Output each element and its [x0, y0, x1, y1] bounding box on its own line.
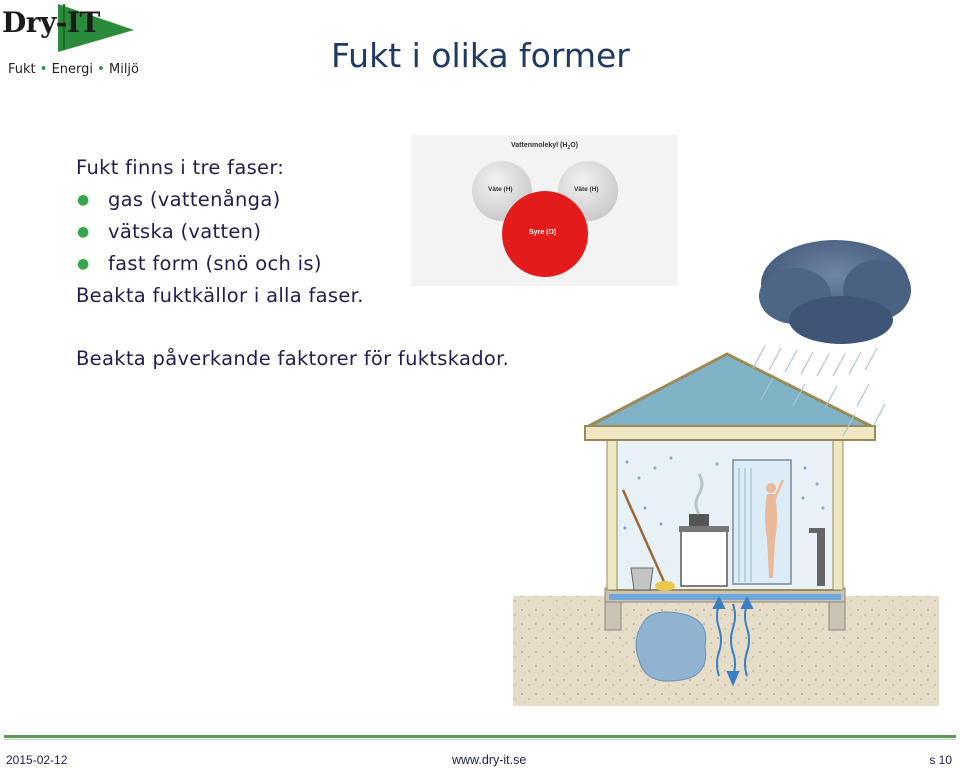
showering-person-icon — [765, 479, 785, 578]
ground-soil — [513, 596, 939, 706]
logo-wordmark: Dry-IT — [2, 6, 100, 39]
slide-body: Fukt finns i tre faser: ● gas (vattenång… — [76, 152, 596, 375]
stove — [680, 529, 728, 587]
tagline-word-fukt: Fukt — [8, 62, 36, 77]
paragraph-faktorer: Beakta påverkande faktorer för fuktskado… — [76, 347, 510, 370]
capillary-arrows-icon — [712, 595, 754, 687]
water-molecule-illustration: Vattenmolekyl (H2O) Väte (H) Väte (H) Sy… — [411, 135, 678, 286]
bullet-text: vätska (vatten) — [108, 220, 262, 243]
water-tap-icon — [817, 528, 825, 586]
footer-date: 2015-02-12 — [6, 753, 68, 767]
paragraph-fuktkallor: Beakta fuktkällor i alla faser. — [76, 284, 364, 307]
shower-stall — [732, 459, 792, 585]
bullet-text: gas (vattenånga) — [108, 188, 281, 211]
bullet-icon: ● — [77, 224, 90, 240]
bullet-item: ● fast form (snö och is) — [76, 248, 596, 280]
intro-text: Fukt finns i tre faser: — [76, 156, 285, 179]
footer-page-number: s 10 — [929, 753, 952, 767]
molecule-title: Vattenmolekyl (H2O) — [511, 142, 578, 151]
bucket-icon — [630, 567, 654, 591]
house-roof — [584, 352, 876, 430]
groundwater-pool — [635, 611, 707, 682]
oxygen-atom — [502, 191, 588, 277]
bullet-text: fast form (snö och is) — [108, 252, 322, 275]
logo-flag-icon — [58, 4, 134, 52]
rain-cloud-icon — [759, 240, 911, 344]
rain-icon — [752, 345, 886, 437]
mop-icon — [621, 489, 667, 585]
tagline-dot-icon: • — [97, 62, 105, 77]
pot-icon — [689, 514, 709, 526]
house-moisture-illustration — [505, 228, 945, 708]
bullet-icon: ● — [77, 256, 90, 272]
footer-divider — [4, 735, 956, 738]
tagline-word-miljo: Miljö — [108, 62, 139, 77]
slide-title: Fukt i olika former — [331, 36, 630, 75]
tagline-dot-icon: • — [39, 62, 48, 77]
footer-divider-thin — [4, 739, 956, 740]
company-logo: Dry-IT Fukt • Energi • Miljö — [0, 0, 140, 86]
steam-icon — [694, 473, 704, 515]
footer-url[interactable]: www.dry-it.se — [452, 753, 527, 767]
tagline-word-energi: Energi — [51, 62, 94, 77]
bullet-item: ● gas (vattenånga) — [76, 184, 596, 216]
bullet-icon: ● — [77, 192, 90, 208]
foundation-water — [609, 594, 841, 600]
hydrogen-right-label: Väte (H) — [574, 186, 599, 193]
logo-tagline: Fukt • Energi • Miljö — [8, 62, 139, 77]
oxygen-label: Syre (O) — [529, 229, 556, 236]
hydrogen-left-label: Väte (H) — [488, 186, 513, 193]
bullet-item: ● vätska (vatten) — [76, 216, 596, 248]
